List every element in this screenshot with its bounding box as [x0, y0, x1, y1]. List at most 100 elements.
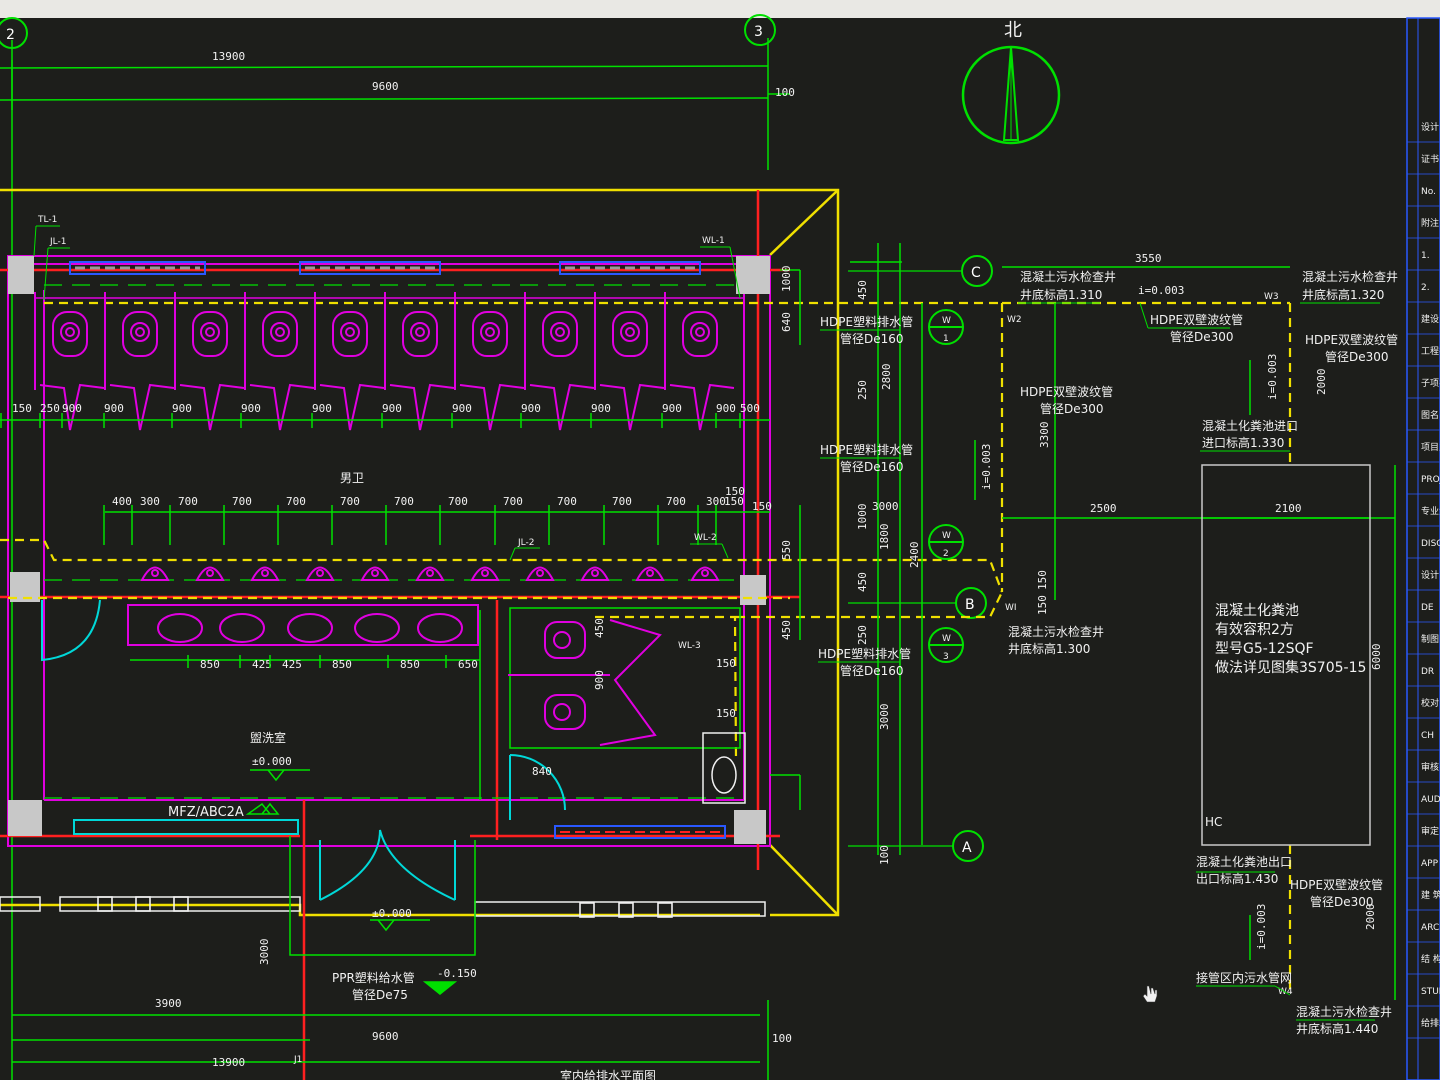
title-block: [1406, 17, 1440, 1080]
title-block-cell-23: APP: [1421, 859, 1439, 869]
inlet-line1: 混凝土化粪池进口: [1202, 418, 1298, 433]
dim-row2-12: 300: [706, 495, 726, 508]
dim-3000-a: 3000: [872, 500, 899, 513]
slope-2: i=0.003: [980, 444, 993, 490]
septic-line2: 有效容积2方: [1215, 621, 1294, 638]
dim-misc-4: 150: [716, 707, 736, 720]
dim-bottom-100: 100: [772, 1032, 792, 1045]
title-block-cell-12: 专业负: [1421, 505, 1440, 517]
dim-row1-12: 500: [740, 402, 760, 415]
axis-label-b: B: [965, 597, 975, 613]
title-block-cell-14: 设计: [1421, 569, 1439, 581]
dim-row1-1: 900: [62, 402, 82, 415]
axis-label-c: C: [971, 265, 981, 281]
dim-1000: 1000: [856, 504, 869, 531]
dim-2500: 2500: [1090, 502, 1117, 515]
wash-basin: [417, 613, 463, 643]
title-block-cells: 设计证书No.附注1.2.建设工程名子项名图名项目主PROJE专业负DISC设计…: [1407, 121, 1440, 1039]
squat-toilet: [384, 292, 455, 431]
hdpe3-line2: 管径De300: [1040, 401, 1104, 416]
exterior-walls: [7, 255, 771, 847]
dim-row3-3: 850: [332, 658, 352, 671]
title-block-cell-0: 设计: [1421, 121, 1439, 133]
urinal: [525, 566, 555, 581]
dim-misc-6: 450: [593, 618, 606, 638]
hdpe1-line2: 管径De300: [1170, 329, 1234, 344]
urinal-row: [140, 566, 720, 581]
title-block-cell-25: ARCH: [1421, 923, 1440, 933]
dim-row1-11: 900: [716, 402, 736, 415]
mh2-line2: 井底标高1.320: [1302, 287, 1384, 302]
dim-row2-1: 300: [140, 495, 160, 508]
dim-row3-4: 850: [400, 658, 420, 671]
hdpe3-line1: HDPE双壁波纹管: [1020, 384, 1113, 399]
annotation-leaders: [818, 302, 1380, 1021]
dim-row3-5: 650: [458, 658, 478, 671]
pipe-label-w2: W2: [1007, 315, 1022, 325]
dim-450-b: 450: [856, 572, 869, 592]
elevation-markers: [245, 769, 458, 995]
dim-2800: 2800: [880, 364, 893, 391]
pipe3-line2: 管径De160: [840, 663, 904, 678]
pipe-label-j1: J1: [293, 1055, 302, 1065]
outlet-line2: 出口标高1.430: [1196, 871, 1278, 886]
dim-row1-5: 900: [312, 402, 332, 415]
dim-bottom-9600: 9600: [372, 1030, 399, 1043]
pipe-label-w3: W3: [1264, 292, 1279, 302]
septic-line4: 做法详见图集3S705-15: [1215, 659, 1366, 676]
dim-row2-9: 700: [557, 495, 577, 508]
axis-label-3: 3: [754, 24, 763, 40]
urinal: [195, 566, 225, 581]
axis-grid: [0, 14, 993, 1080]
title-block-cell-6: 建设: [1421, 313, 1439, 325]
dim-row2-5: 700: [340, 495, 360, 508]
hdpe2-line1: HDPE双壁波纹管: [1305, 332, 1398, 347]
dim-150-a: 150: [1036, 570, 1049, 590]
wash-basin: [157, 613, 203, 643]
right-dimension-lines: [770, 243, 1396, 1000]
dim-misc-7: 450: [780, 620, 793, 640]
pipe-label-wl1: WL-1: [702, 236, 725, 246]
dim-misc-9: 150: [725, 485, 745, 498]
title-block-cell-27: STUR: [1421, 987, 1440, 997]
network-label: 接管区内污水管网: [1196, 970, 1292, 985]
dim-top-100: 100: [775, 86, 795, 99]
title-block-cell-13: DISC: [1421, 539, 1440, 549]
dim-2000-a: 2000: [1315, 369, 1328, 396]
squat-toilet: [104, 292, 175, 431]
urinal: [305, 566, 335, 581]
dim-row1-8: 900: [521, 402, 541, 415]
mh3-line2: 井底标高1.300: [1008, 641, 1090, 656]
dim-row2-4: 700: [286, 495, 306, 508]
dim-misc-3: 150: [716, 657, 736, 670]
ppr-line2: 管径De75: [352, 987, 408, 1002]
mh4-line2: 井底标高1.440: [1296, 1021, 1378, 1036]
septic-line1: 混凝土化粪池: [1215, 603, 1299, 619]
squat-toilet: [314, 292, 385, 431]
squat-toilet: [524, 292, 595, 431]
windows: [69, 261, 726, 839]
pipe2-line2: 管径De160: [840, 459, 904, 474]
dim-misc-0: 1000: [780, 266, 793, 293]
small-toilet-room: [508, 607, 746, 820]
dim-row1-10: 900: [662, 402, 682, 415]
red-wall-lines: [0, 190, 800, 1080]
slope-1: i=0.003: [1138, 284, 1184, 297]
elev-washroom: ±0.000: [252, 755, 292, 768]
urinal: [635, 566, 665, 581]
urinal: [140, 566, 170, 581]
pipe-label-wl2: WL-2: [694, 533, 717, 543]
dim-misc-8: 900: [593, 670, 606, 690]
title-block-cell-7: 工程名: [1421, 345, 1440, 357]
urinal: [250, 566, 280, 581]
title-block-cell-4: 1.: [1421, 251, 1430, 261]
dim-250-b: 250: [856, 625, 869, 645]
pipe1-line2: 管径De160: [840, 331, 904, 346]
dim-row3-2: 425: [282, 658, 302, 671]
dim-row1-0: 250: [40, 402, 60, 415]
dim-row1-3: 900: [172, 402, 192, 415]
